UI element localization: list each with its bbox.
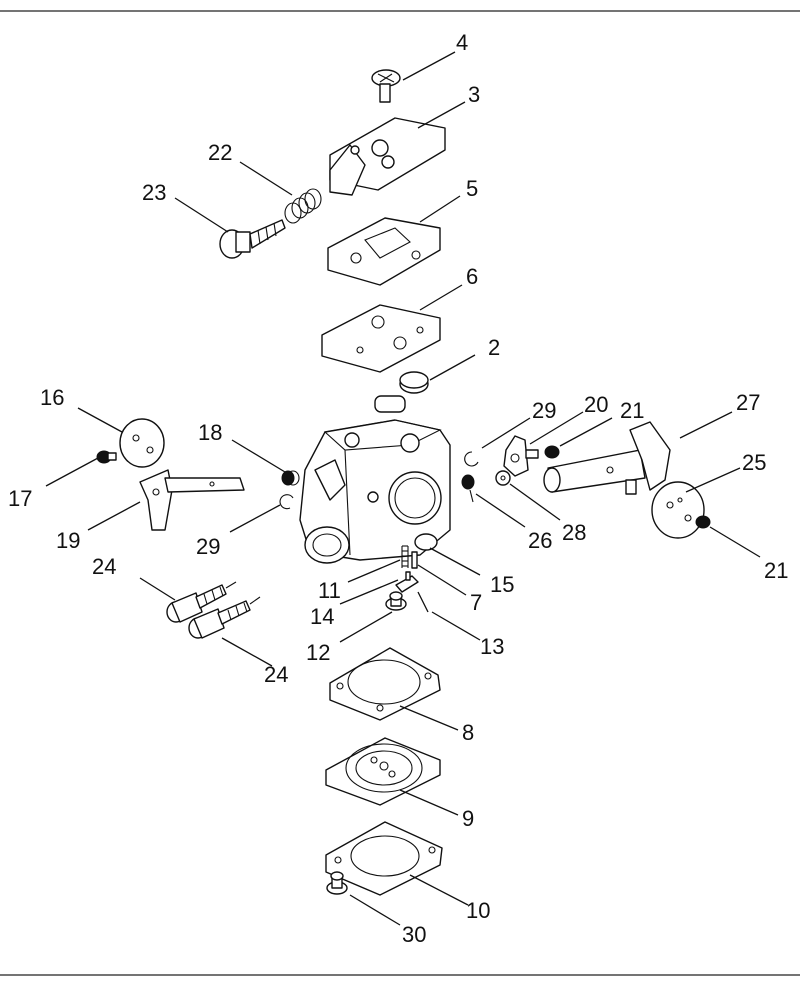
part-choke-shaft [139, 469, 245, 531]
callout-29-left: 29 [196, 534, 220, 559]
callout-16: 16 [40, 385, 64, 410]
callout-23: 23 [142, 180, 166, 205]
callout-12: 12 [306, 640, 330, 665]
part-adjust-screw-a [166, 581, 237, 623]
part-metering-lever [395, 571, 419, 593]
callout-21-bottom: 21 [764, 558, 788, 583]
part-throttle-screw [544, 445, 560, 459]
callout-19: 19 [56, 528, 80, 553]
part-pump-diaphragm [321, 304, 441, 373]
part-cover-screw [326, 871, 348, 895]
part-e-clip-right [464, 451, 479, 467]
part-welch-plug [414, 533, 438, 551]
part-plate-screw [695, 515, 711, 529]
part-throttle-clip [495, 470, 511, 486]
part-metering-gasket [329, 647, 441, 721]
callout-20: 20 [584, 392, 608, 417]
callout-28: 28 [562, 520, 586, 545]
callout-29-right: 29 [532, 398, 556, 423]
callout-27: 27 [736, 390, 760, 415]
callout-26: 26 [528, 528, 552, 553]
callout-9: 9 [462, 806, 474, 831]
leader-lines [45, 51, 761, 926]
part-idle-screw [219, 219, 286, 259]
callout-2: 2 [488, 335, 500, 360]
callout-4: 4 [456, 30, 468, 55]
callout-25: 25 [742, 450, 766, 475]
part-choke-plate [119, 418, 165, 468]
part-screw-top [371, 69, 401, 103]
callout-11: 11 [318, 578, 341, 603]
part-throttle-spring [461, 474, 475, 503]
callout-7: 7 [470, 590, 482, 615]
part-throttle-shaft [543, 421, 671, 495]
callout-21-top: 21 [620, 398, 644, 423]
part-throttle-plate [651, 481, 705, 539]
part-inlet-needle [411, 551, 418, 569]
part-adjust-screw-b [188, 596, 261, 639]
callout-10: 10 [466, 898, 490, 923]
part-lever-screw [385, 591, 407, 611]
part-choke-screw [96, 450, 117, 464]
callout-30: 30 [402, 922, 426, 947]
callout-13: 13 [480, 634, 504, 659]
part-carburetor-body [299, 395, 451, 564]
callout-18: 18 [198, 420, 222, 445]
callout-24-top: 24 [92, 554, 116, 579]
part-spring-left [281, 470, 300, 486]
callout-6: 6 [466, 264, 478, 289]
callout-15: 15 [490, 572, 514, 597]
part-needle-spring [401, 545, 409, 568]
callout-14: 14 [310, 604, 334, 629]
part-metering-diaphragm [325, 737, 441, 806]
callout-3: 3 [468, 82, 480, 107]
part-throttle-lever [503, 435, 539, 477]
callout-17: 17 [8, 486, 32, 511]
callout-24-bottom: 24 [264, 662, 288, 687]
callout-5: 5 [466, 176, 478, 201]
callout-22: 22 [208, 140, 232, 165]
part-spring-idle [284, 188, 322, 224]
part-pump-cover [329, 117, 446, 196]
callout-8: 8 [462, 720, 474, 745]
part-plug [399, 371, 429, 394]
part-pump-gasket [327, 217, 441, 286]
part-lever-pin [417, 591, 429, 613]
part-e-clip-left [279, 494, 294, 510]
